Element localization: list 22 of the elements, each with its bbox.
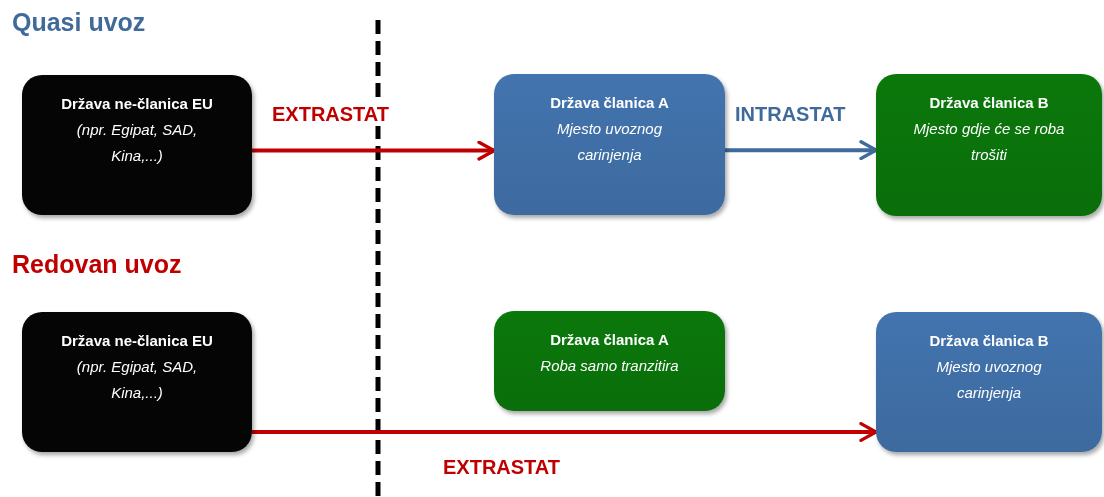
section-heading: Redovan uvoz <box>12 250 182 279</box>
box-title: Država članica A <box>549 330 670 350</box>
box-text: Država ne-članica EU (npr. Egipat, SAD, Kina,...) <box>60 94 214 166</box>
box-description: Mjesto gdje će se roba trošiti <box>912 119 1066 165</box>
arrow <box>725 140 878 161</box>
arrow <box>252 140 496 161</box>
rounded-box <box>494 74 725 215</box>
box-text: Država ne-članica EU (npr. Egipat, SAD, Kina,...) <box>60 331 214 403</box>
rounded-box <box>876 312 1102 452</box>
section-heading: Quasi uvoz <box>12 8 146 37</box>
rounded-box <box>22 75 252 215</box>
box-title: Država članica A <box>549 93 670 113</box>
rounded-box <box>494 311 725 411</box>
box-title: Država članica B <box>928 93 1050 113</box>
box-title: Država članica B <box>928 331 1050 351</box>
box-description: Mjesto uvoznog carinjenja <box>935 357 1043 403</box>
box-description: Roba samo tranzitira <box>539 356 680 376</box>
rounded-box <box>876 74 1102 216</box>
box-description: Mjesto uvoznog carinjenja <box>555 119 664 165</box>
edge-label: EXTRASTAT <box>270 102 392 126</box>
rounded-box <box>22 312 252 452</box>
arrow <box>252 422 878 442</box>
